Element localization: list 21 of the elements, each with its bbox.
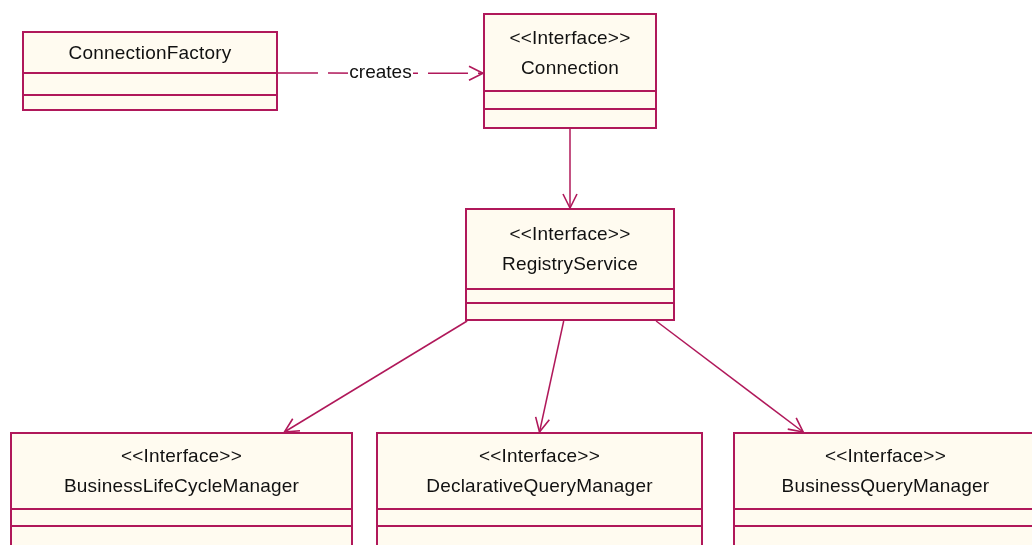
stereotype-label: <<Interface>> xyxy=(509,25,631,50)
stereotype-label: <<Interface>> xyxy=(121,444,242,468)
association-arrow xyxy=(534,320,565,433)
class-name: RegistryService xyxy=(501,252,638,276)
class-box xyxy=(10,432,353,545)
stereotype-label: <<Interface>> xyxy=(479,444,600,468)
class-name: BusinessQueryManager xyxy=(781,474,990,498)
stereotype-label: <<Interface>> xyxy=(825,444,946,468)
association-arrow xyxy=(283,320,468,433)
class-name: BusinessLifeCycleManager xyxy=(64,474,299,498)
stereotype-label: <<Interface>> xyxy=(509,222,631,246)
class-name: ConnectionFactory xyxy=(68,40,232,65)
class-box xyxy=(465,208,675,321)
class-box xyxy=(376,432,703,545)
association-arrow xyxy=(562,128,578,209)
class-name: DeclarativeQueryManager xyxy=(426,474,653,498)
association-arrow xyxy=(655,320,804,433)
class-name: Connection xyxy=(520,55,620,80)
class-box xyxy=(483,13,657,129)
class-box xyxy=(733,432,1032,545)
class-box xyxy=(22,31,278,111)
